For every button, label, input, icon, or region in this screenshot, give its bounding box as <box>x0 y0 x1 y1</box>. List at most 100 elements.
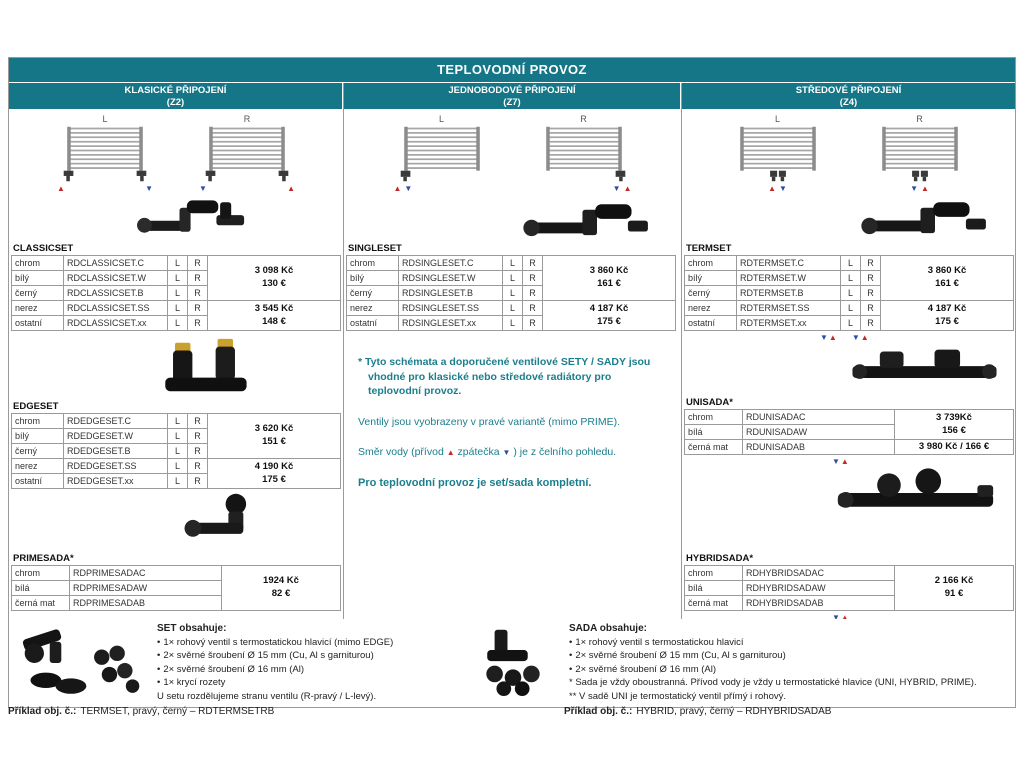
code-cell: RDPRIMESADAC <box>69 565 222 581</box>
primesada-label: PRIMESADA* <box>13 553 74 564</box>
code-cell: RDEDGESET.B <box>63 443 168 459</box>
diagram-variant-label: R <box>580 114 587 124</box>
edgeset-photo <box>165 338 247 392</box>
example-text: TERMSET, pravý, černý – RDTERMSETRB <box>80 706 275 717</box>
code-cell: RDEDGESET.C <box>63 413 168 429</box>
column-header-title: KLASICKÉ PŘIPOJENÍ <box>124 85 227 96</box>
column-singlepoint: JEDNOBODOVÉ PŘIPOJENÍ (Z7) L ▲ ▼ <box>344 83 682 619</box>
color-cell: černá mat <box>11 595 70 611</box>
variant-r-cell: R <box>187 255 208 271</box>
color-cell: černá mat <box>684 439 743 455</box>
sada-box-title: SADA obsahuje: <box>569 623 647 634</box>
example-order-right: Příklad obj. č.:HYBRID, pravý, černý – R… <box>564 706 831 717</box>
variant-l-cell: L <box>167 473 188 489</box>
variant-l-cell: L <box>167 270 188 286</box>
diagram-variant-label: L <box>102 114 108 124</box>
diagram-row: L ▲ ▼ R ▼ ▲ <box>344 114 681 194</box>
center-notes: * Tyto schémata a doporučené ventilové S… <box>358 355 664 489</box>
set-contents-box: SET obsahuje: •1× rohový ventil s termos… <box>157 623 457 702</box>
color-cell: bílý <box>11 428 64 444</box>
variant-l-cell: L <box>167 428 188 444</box>
variant-l-cell: L <box>840 300 861 316</box>
flow-markers: ▼ ▲ <box>536 184 632 194</box>
radiator-diagram-right: R ▼ ▲ <box>191 114 303 194</box>
color-cell: ostatní <box>11 315 64 331</box>
radiator-drawing <box>868 125 972 183</box>
color-cell: nerez <box>11 458 64 474</box>
color-cell: nerez <box>346 300 399 316</box>
variant-r-cell: R <box>522 270 543 286</box>
code-cell: RDCLASSICSET.B <box>63 285 168 301</box>
table-row: bílý RDTERMSET.W L R <box>684 270 1014 286</box>
column-header-singlepoint: JEDNOBODOVÉ PŘIPOJENÍ (Z7) <box>344 83 681 109</box>
code-cell: RDCLASSICSET.C <box>63 255 168 271</box>
hybridsada-label: HYBRIDSADA* <box>686 553 754 564</box>
columns-grid: KLASICKÉ PŘIPOJENÍ (Z2) L ▲ ▼ <box>9 83 1015 619</box>
color-cell: ostatní <box>11 473 64 489</box>
table-row: černý RDSINGLESET.B L R <box>346 285 676 301</box>
table-row: ostatní RDEDGESET.xx L R <box>11 473 341 489</box>
code-cell: RDHYBRIDSADAC <box>742 565 895 581</box>
flow-up-icon: ▲ <box>393 184 402 193</box>
example-order-left: Příklad obj. č.:TERMSET, pravý, černý – … <box>8 706 564 717</box>
table-row: černý RDTERMSET.B L R <box>684 285 1014 301</box>
flow-markers: ▲ ▼ <box>394 184 490 194</box>
set-parts-photo <box>22 629 140 694</box>
variant-l-cell: L <box>167 413 188 429</box>
variant-r-cell: R <box>187 300 208 316</box>
column-header-code: (Z7) <box>503 96 521 108</box>
flow-markers: ▼▲ <box>832 457 850 467</box>
column-header-classic: KLASICKÉ PŘIPOJENÍ (Z2) <box>9 83 343 109</box>
variant-l-cell: L <box>840 270 861 286</box>
code-cell: RDTERMSET.xx <box>736 315 841 331</box>
radiator-diagram-right: R ▼ ▲ <box>528 114 640 194</box>
color-cell: chrom <box>684 409 743 425</box>
code-cell: RDUNISADAW <box>742 424 895 440</box>
sada-note-1: * Sada je vždy oboustranná. Přívod vody … <box>569 677 977 689</box>
code-cell: RDPRIMESADAW <box>69 580 222 596</box>
variant-l-cell: L <box>167 300 188 316</box>
bullet-icon: • <box>569 650 573 662</box>
flow-down-icon: ▼ <box>851 333 861 342</box>
flow-down-icon: ▼ <box>612 184 621 193</box>
bullet-icon: • <box>157 663 161 675</box>
variant-note: Ventily jsou vyobrazeny v pravé variantě… <box>358 416 621 429</box>
flow-up-icon: ▲ <box>840 457 850 466</box>
classicset-photo <box>137 200 245 233</box>
list-item: •2× svěrné šroubení Ø 16 mm (Al) <box>569 663 717 675</box>
classicset-label: CLASSICSET <box>13 243 74 254</box>
color-cell: bílá <box>11 580 70 596</box>
variant-r-cell: R <box>522 255 543 271</box>
variant-l-cell: L <box>167 285 188 301</box>
diagram-variant-label: R <box>916 114 923 124</box>
edgeset-label: EDGESET <box>13 401 59 412</box>
variant-l-cell: L <box>840 315 861 331</box>
color-cell: bílá <box>684 424 743 440</box>
code-cell: RDHYBRIDSADAB <box>742 595 895 611</box>
color-cell: chrom <box>346 255 399 271</box>
code-cell: RDTERMSET.W <box>736 270 841 286</box>
code-cell: RDEDGESET.W <box>63 428 168 444</box>
table-row: bílý RDEDGESET.W L R <box>11 428 341 444</box>
flow-up-icon: ▲ <box>840 613 850 619</box>
flow-up-icon: ▲ <box>921 184 929 193</box>
code-cell: RDTERMSET.B <box>736 285 841 301</box>
bottom-notes-section: SET obsahuje: •1× rohový ventil s termos… <box>9 619 1015 707</box>
example-text: HYBRID, pravý, černý – RDHYBRIDSADAB <box>636 706 832 717</box>
list-item: •1× rohový ventil s termostatickou hlavi… <box>157 637 394 648</box>
bullet-icon: • <box>157 650 161 662</box>
